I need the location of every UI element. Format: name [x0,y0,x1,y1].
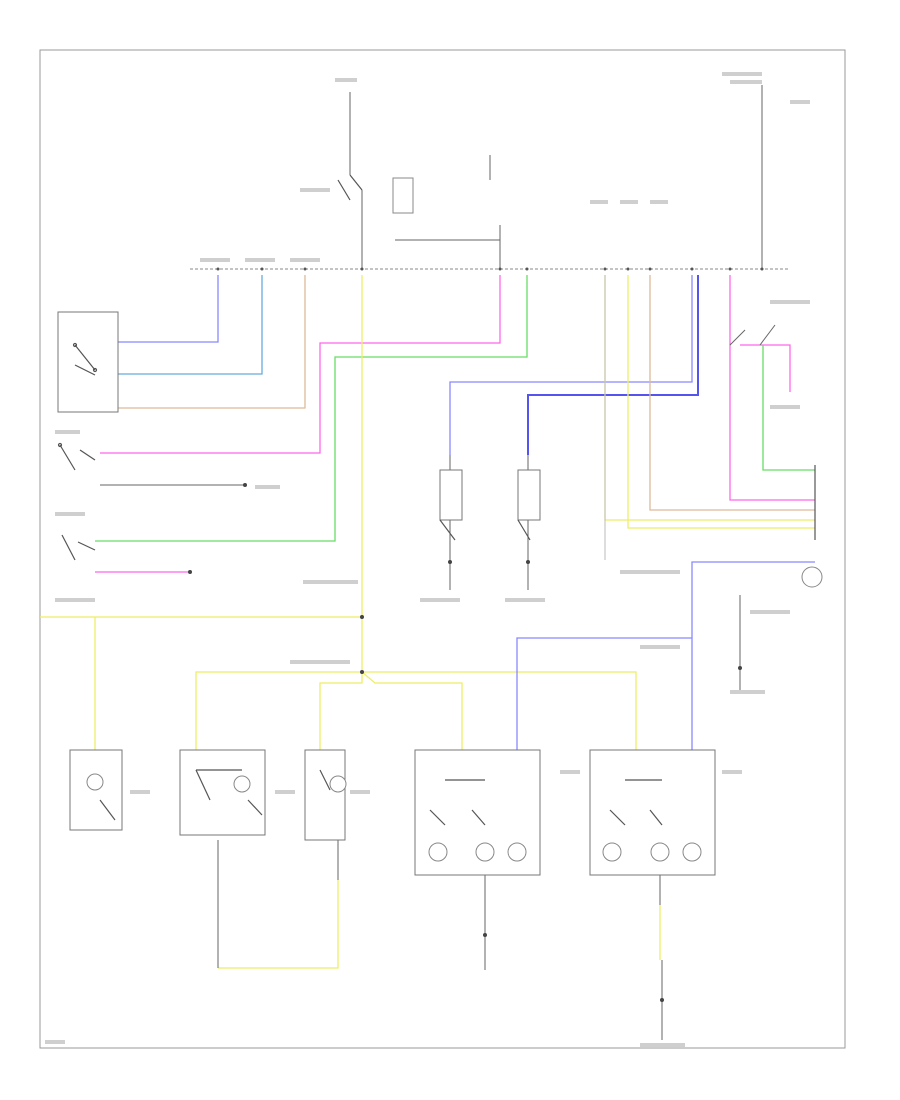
wire-lightblue-left [118,275,263,375]
rear-door-switch [61,534,96,561]
lamp-icon [329,775,347,793]
wire-blue-left [118,275,219,343]
connector-icon [439,519,531,541]
front-courtesy-lamp-switches [429,779,486,826]
switch-icon [319,769,331,791]
wire-yellow-splice-2 [362,671,637,750]
wire-blue-main [449,275,693,455]
switch-icon [72,342,98,376]
wire-blue-main-2 [527,275,699,455]
wire-yellow-right-1 [604,275,815,521]
right-courtesy-lamp-box [304,749,346,841]
wire-blue-right [691,561,815,750]
module-pin-dots [216,267,764,271]
switch-icon [99,799,116,821]
diagram-frame [39,49,846,1049]
wire-green-right [762,345,815,471]
wire-green-rear [95,275,528,542]
left-door-lamp-connector [439,469,463,521]
wire-yellow-right-2 [627,275,815,529]
wire-pink-door [100,275,501,454]
wire-group [40,275,815,969]
lamp-icon [801,566,823,588]
lamp-icon [650,842,670,862]
wire-yellow-splice-3 [319,672,363,750]
ground-icon [188,483,742,1002]
wire-yellow-splice [195,671,463,750]
wire-tan-right [649,275,815,511]
illegible-labels [45,72,810,1047]
wire-tan-left [118,275,306,409]
rear-courtesy-lamp-switches [609,779,663,826]
lamp-icon [507,842,527,862]
lamp-icon [233,775,251,793]
door-switch [57,442,96,471]
lamp-icon [475,842,495,862]
wire-pink-right [729,275,815,501]
right-door-lamp-connector [517,469,541,521]
lamp-icon [682,842,702,862]
wire-yellow-bottom [218,880,339,969]
lamp-icon [86,773,104,791]
switch-icon [195,769,263,816]
lamp-icon [428,842,448,862]
wire-pink-right-2 [740,344,791,392]
lamp-icon [602,842,622,862]
left-courtesy-lamp-box [179,749,266,836]
black-wires [94,85,776,1040]
interior-lamp-relay [337,174,414,214]
wire-blue-mid [516,637,692,750]
